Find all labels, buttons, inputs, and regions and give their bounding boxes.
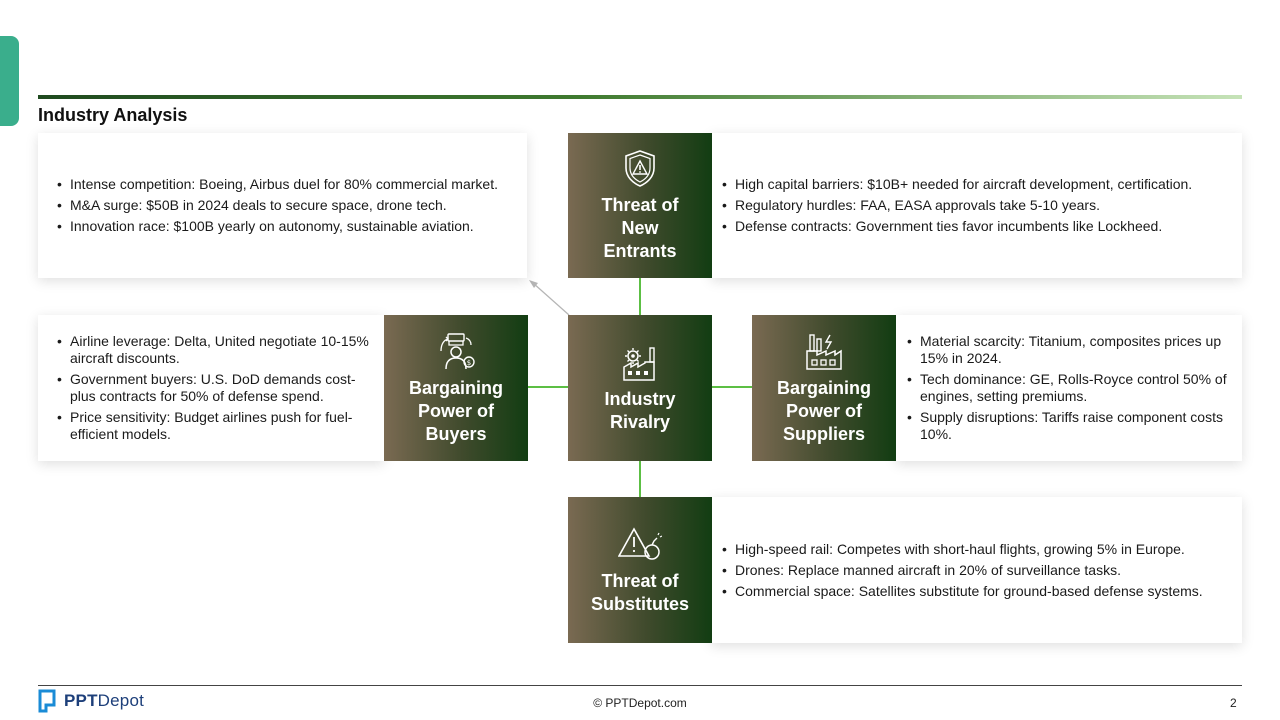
rivalry-bullet: Intense competition: Boeing, Airbus duel… [57, 176, 515, 193]
title-rule [38, 95, 1242, 99]
rivalry-label: Industry Rivalry [604, 389, 676, 432]
page-title: Industry Analysis [38, 105, 188, 125]
footer-rule [38, 685, 1242, 686]
buyers-tile: $ Bargaining Power of Buyers [384, 315, 528, 461]
factory-gear-icon [623, 347, 655, 381]
buyers-card: Airline leverage: Delta, United negotiat… [38, 315, 384, 461]
suppliers-bullet: Material scarcity: Titanium, composites … [907, 333, 1232, 367]
rivalry-bullet: M&A surge: $50B in 2024 deals to secure … [57, 197, 515, 214]
substitutes-bullets: High-speed rail: Competes with short-hau… [713, 541, 1230, 604]
logo-text: PPTDepot [64, 691, 145, 710]
rivalry-arrow [529, 280, 570, 316]
accent-tab [0, 36, 19, 126]
substitutes-bullet: High-speed rail: Competes with short-hau… [722, 541, 1230, 558]
warning-bomb-icon [618, 527, 662, 560]
substitutes-card: High-speed rail: Competes with short-hau… [711, 497, 1242, 643]
connector-bottom [639, 460, 641, 497]
new-entrants-bullet: Defense contracts: Government ties favor… [722, 218, 1230, 235]
brand-logo: PPTDepot [38, 689, 144, 713]
rivalry-tile: Industry Rivalry [568, 315, 712, 461]
new-entrants-card: High capital barriers: $10B+ needed for … [711, 133, 1242, 278]
suppliers-card: Material scarcity: Titanium, composites … [896, 315, 1242, 461]
suppliers-bullets: Material scarcity: Titanium, composites … [898, 333, 1232, 447]
suppliers-tile: Bargaining Power of Suppliers [752, 315, 896, 461]
copyright-text: © PPTDepot.com [593, 696, 687, 710]
buyers-bullet: Price sensitivity: Budget airlines push … [57, 409, 370, 443]
buyers-bullets: Airline leverage: Delta, United negotiat… [48, 333, 370, 447]
substitutes-bullet: Commercial space: Satellites substitute … [722, 583, 1230, 600]
substitutes-label: Threat of Substitutes [590, 571, 689, 614]
connector-right [711, 386, 752, 388]
logo-mark-icon [38, 689, 56, 713]
svg-text:$: $ [467, 359, 471, 367]
connector-top [639, 278, 641, 316]
substitutes-bullet: Drones: Replace manned aircraft in 20% o… [722, 562, 1230, 579]
substitutes-tile: Threat of Substitutes [568, 497, 712, 643]
rivalry-bullets: Intense competition: Boeing, Airbus duel… [48, 176, 515, 239]
suppliers-bullet: Supply disruptions: Tariffs raise compon… [907, 409, 1232, 443]
new-entrants-bullet: Regulatory hurdles: FAA, EASA approvals … [722, 197, 1230, 214]
connector-left [527, 386, 568, 388]
new-entrants-bullets: High capital barriers: $10B+ needed for … [713, 176, 1230, 239]
page-number: 2 [1230, 696, 1237, 710]
buyers-bullet: Government buyers: U.S. DoD demands cost… [57, 371, 370, 405]
new-entrants-bullet: High capital barriers: $10B+ needed for … [722, 176, 1230, 193]
shield-warning-icon [625, 150, 655, 187]
suppliers-label: Bargaining Power of Suppliers [776, 377, 871, 444]
buyers-label: Bargaining Power of Buyers [408, 377, 503, 444]
rivalry-card: Intense competition: Boeing, Airbus duel… [38, 133, 527, 278]
rivalry-bullet: Innovation race: $100B yearly on autonom… [57, 218, 515, 235]
buyer-shop-icon: $ [440, 332, 475, 369]
suppliers-bullet: Tech dominance: GE, Rolls-Royce control … [907, 371, 1232, 405]
buyers-bullet: Airline leverage: Delta, United negotiat… [57, 333, 370, 367]
factory-icon [806, 333, 842, 370]
new-entrants-label: Threat of New Entrants [601, 195, 679, 261]
new-entrants-tile: Threat of New Entrants [568, 133, 712, 278]
